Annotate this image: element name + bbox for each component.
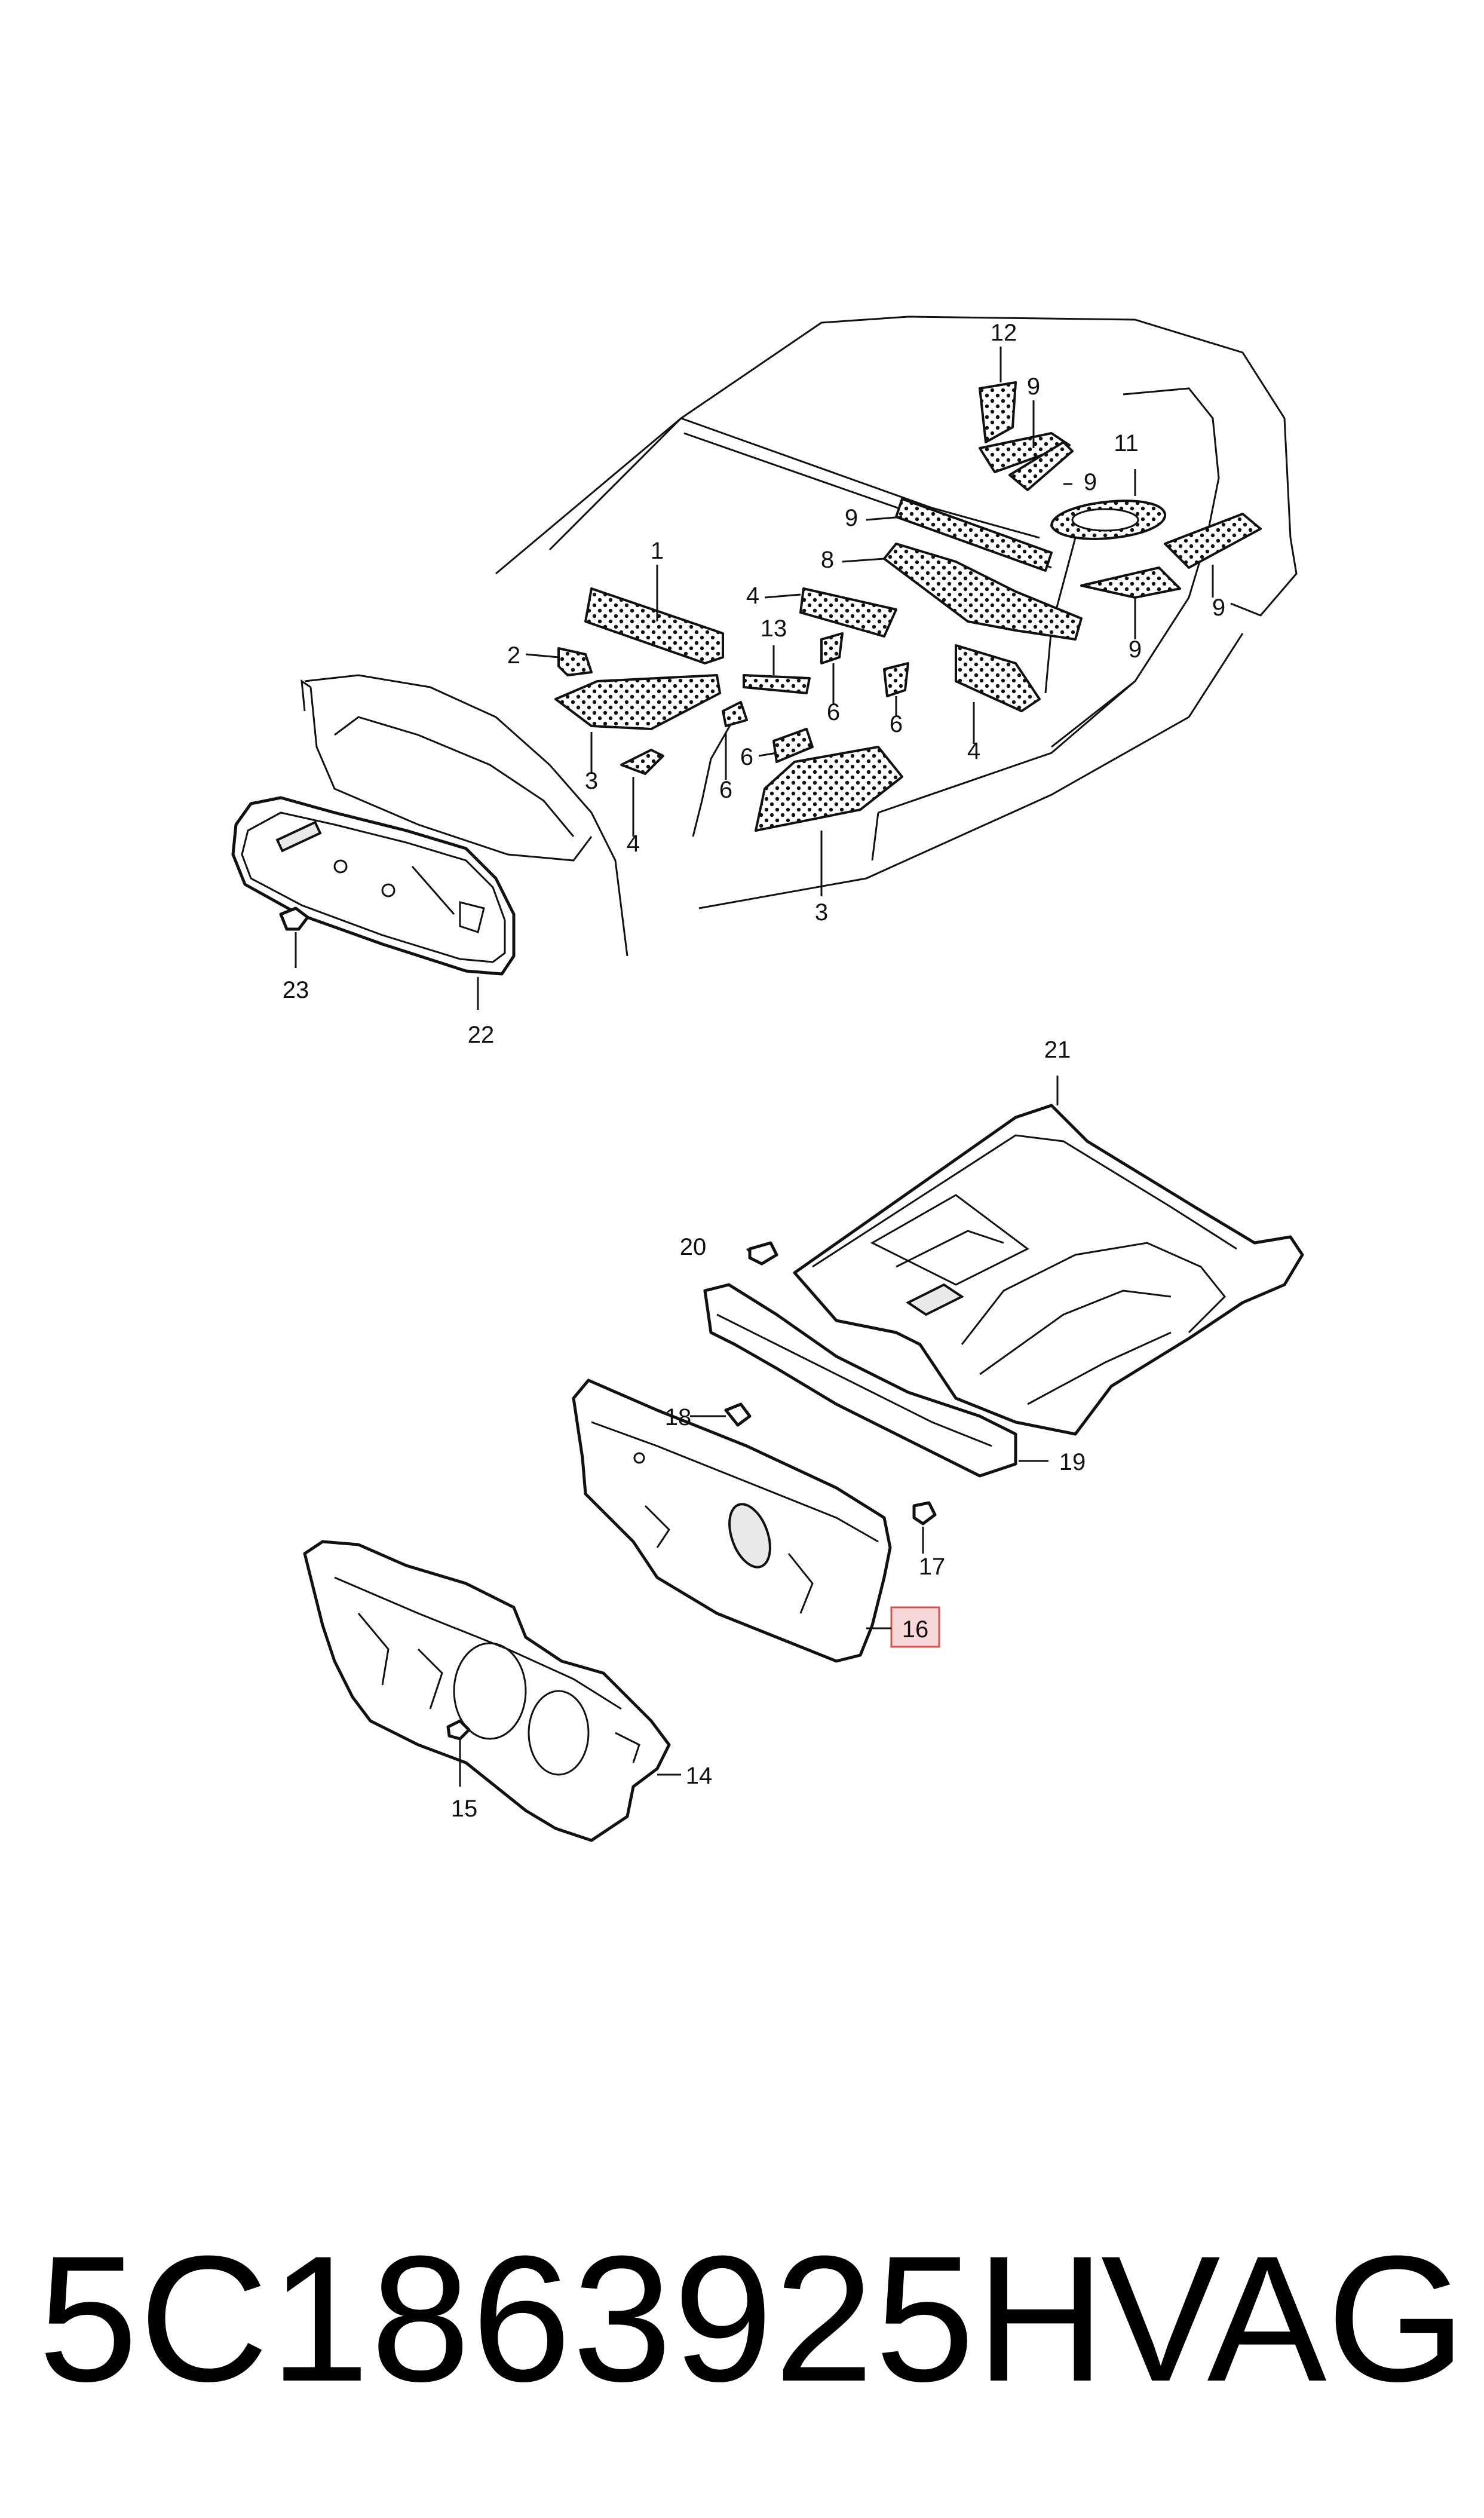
pad-9-long [895, 498, 1053, 572]
callout-17: 17 [919, 1554, 946, 1580]
callout-19: 19 [1059, 1449, 1086, 1475]
footer: 5C1863925H VAG [0, 2211, 1484, 2426]
pad-11-hole [1071, 508, 1139, 532]
callout-22: 22 [468, 1022, 495, 1048]
clip-20 [748, 1241, 778, 1266]
bonnet-hole-2 [381, 883, 395, 897]
bonnet-outline [301, 674, 628, 957]
callout-9-upper: 9 [1027, 373, 1040, 400]
clip-15 [446, 1719, 471, 1741]
pad-13 [743, 674, 811, 694]
pad-3-floor [755, 746, 903, 832]
callout-16: 16 [902, 1616, 929, 1643]
callout-6-d: 6 [890, 711, 903, 737]
callout-3-floor: 3 [815, 899, 828, 926]
floor-insulation-21 [793, 1104, 1304, 1436]
pad-4-small [620, 749, 664, 775]
pad-9-upper [979, 432, 1071, 473]
pad-4-rear [955, 644, 1041, 712]
callout-21: 21 [1044, 1037, 1071, 1063]
part-number: 5C1863925H [38, 2218, 1107, 2419]
pad-1 [584, 587, 724, 664]
callout-3-front: 3 [585, 768, 598, 794]
clip-18 [724, 1402, 752, 1427]
callout-18: 18 [665, 1404, 692, 1430]
bulkhead-insulation-19 [703, 1283, 1017, 1478]
pad-12 [979, 381, 1017, 443]
pad-9-mid [1008, 441, 1074, 491]
callout-9-long: 9 [845, 505, 858, 531]
callout-23: 23 [283, 977, 309, 1003]
callout-9-mid: 9 [1084, 469, 1097, 495]
pad-8 [883, 543, 1083, 641]
nut-17 [912, 1501, 937, 1525]
pad-6-d [883, 662, 909, 697]
pad-6-a [722, 701, 748, 727]
bulkhead-insulation-16 [572, 1379, 892, 1663]
callout-16-highlight [890, 1606, 940, 1648]
callout-6-a: 6 [719, 777, 732, 803]
pad-6-c [820, 632, 844, 664]
callout-labels: 1 2 3 3 4 4 4 6 6 6 6 8 9 9 9 9 9 11 12 … [283, 320, 1225, 1822]
callout-6-b: 6 [740, 744, 753, 770]
pad-2 [557, 647, 593, 676]
callout-20: 20 [680, 1234, 707, 1260]
callout-9-far: 9 [1212, 595, 1225, 621]
callout-4-small: 4 [627, 831, 640, 857]
bonnet-slot [275, 820, 322, 853]
bonnet-hole-1 [333, 859, 348, 874]
callout-2: 2 [507, 642, 520, 669]
callout-11: 11 [1114, 430, 1139, 457]
pad-9-right [1080, 566, 1181, 599]
insulation-pads [554, 381, 1262, 832]
pad-9-far [1164, 513, 1262, 569]
callout-15: 15 [451, 1796, 478, 1822]
callout-6-c: 6 [827, 699, 840, 725]
pad-4-upper [799, 587, 897, 638]
callout-4-rear: 4 [967, 738, 980, 764]
callout-4-upper: 4 [746, 583, 759, 609]
brand-label: VAG [1100, 2218, 1466, 2419]
callout-14: 14 [686, 1763, 713, 1789]
bonnet-insulation-22 [231, 796, 516, 976]
callout-12: 12 [991, 320, 1017, 346]
callout-1: 1 [651, 538, 664, 564]
clip-23 [279, 906, 309, 931]
pad-6-b [772, 728, 814, 763]
callout-8: 8 [821, 547, 834, 573]
callout-13: 13 [761, 615, 787, 642]
leader-lines [295, 347, 1214, 1787]
bulkhead-insulation-14 [303, 1540, 671, 1842]
callout-9-lower: 9 [1129, 636, 1142, 663]
pad-3-front [554, 674, 721, 730]
